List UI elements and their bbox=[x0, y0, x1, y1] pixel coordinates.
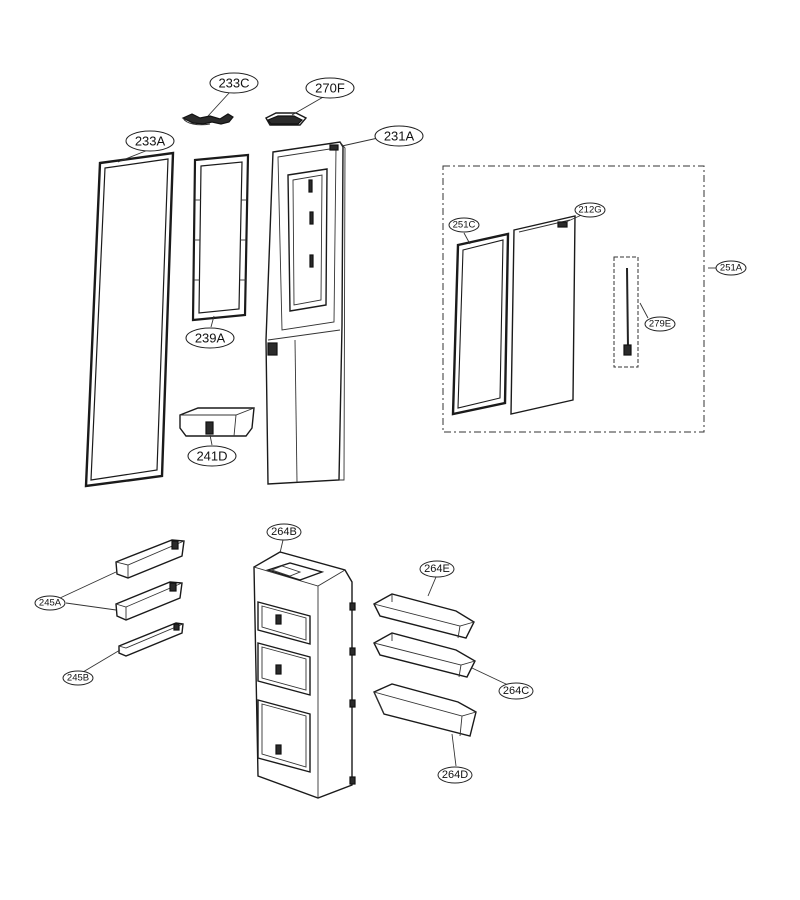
label-279E: 279E bbox=[644, 316, 676, 332]
label-264E: 264E bbox=[419, 560, 455, 578]
label-264C-text: 264C bbox=[503, 685, 529, 697]
label-264D-text: 264D bbox=[442, 769, 468, 781]
leader-lines bbox=[59, 91, 716, 767]
label-270F-text: 270F bbox=[315, 81, 345, 96]
label-251C: 251C bbox=[448, 217, 480, 233]
part-264D-basket bbox=[373, 683, 477, 737]
label-233C-text: 233C bbox=[218, 76, 249, 91]
label-233A-text: 233A bbox=[135, 134, 166, 149]
label-231A: 231A bbox=[374, 125, 424, 147]
label-239A: 239A bbox=[185, 327, 235, 349]
part-239A-inner-frame bbox=[191, 153, 250, 322]
group-251A-box bbox=[442, 165, 705, 433]
label-251A-text: 251A bbox=[720, 263, 743, 274]
label-231A-text: 231A bbox=[384, 129, 415, 144]
part-233C-wire-harness bbox=[181, 113, 234, 126]
part-264C-basket bbox=[373, 632, 476, 678]
part-270F-hinge-cover bbox=[265, 112, 308, 126]
label-233C: 233C bbox=[209, 72, 259, 94]
part-212G-door-panel bbox=[510, 215, 576, 415]
label-264D: 264D bbox=[437, 766, 473, 784]
label-245B: 245B bbox=[62, 670, 94, 686]
label-264C: 264C bbox=[498, 682, 534, 700]
label-264E-text: 264E bbox=[424, 563, 450, 575]
part-279E-rod bbox=[613, 256, 639, 368]
label-264B: 264B bbox=[266, 523, 302, 541]
label-245A-text: 245A bbox=[39, 598, 62, 609]
label-212G-text: 212G bbox=[578, 205, 601, 216]
label-279E-text: 279E bbox=[649, 319, 671, 330]
label-245B-text: 245B bbox=[67, 673, 89, 684]
part-245A-bin-upper bbox=[115, 539, 185, 579]
label-270F: 270F bbox=[305, 77, 355, 99]
part-264B-door-liner bbox=[253, 551, 356, 799]
label-212G: 212G bbox=[574, 202, 606, 218]
label-241D-text: 241D bbox=[196, 449, 227, 464]
part-231A-door-assembly bbox=[265, 141, 346, 485]
label-245A: 245A bbox=[34, 595, 66, 611]
part-233A-door-gasket bbox=[84, 151, 175, 488]
label-239A-text: 239A bbox=[195, 331, 226, 346]
part-264E-basket bbox=[373, 593, 475, 639]
label-233A: 233A bbox=[125, 130, 175, 152]
label-264B-text: 264B bbox=[271, 526, 297, 538]
label-241D: 241D bbox=[187, 445, 237, 467]
part-245B-bin bbox=[118, 622, 184, 657]
label-251A: 251A bbox=[715, 260, 747, 276]
label-251C-text: 251C bbox=[453, 220, 476, 231]
part-245A-bin-lower bbox=[115, 581, 183, 621]
part-241D-door-bin bbox=[179, 407, 255, 437]
part-251C-gasket bbox=[451, 232, 510, 416]
